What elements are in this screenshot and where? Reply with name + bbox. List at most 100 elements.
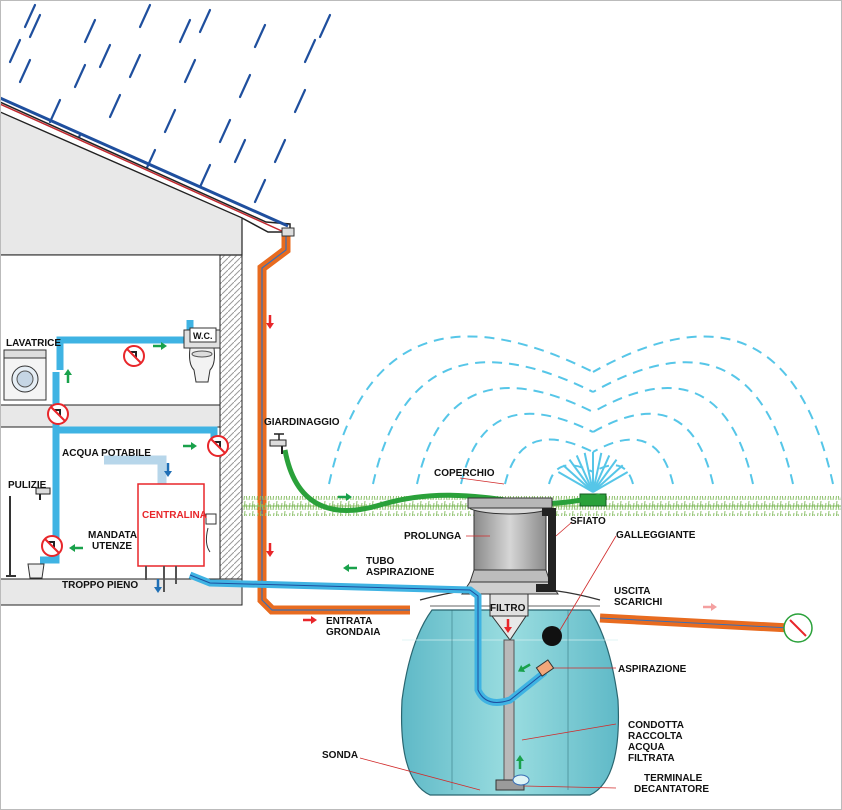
- no-drinking-water-icon: [123, 345, 145, 367]
- spray-arc-right: [592, 387, 754, 485]
- rain-streak: [293, 88, 307, 114]
- flow-arrow: [504, 619, 512, 633]
- flow-arrow: [64, 369, 72, 383]
- rain-streak: [163, 108, 177, 134]
- house-wall-upper: [0, 111, 243, 256]
- flow-arrow: [266, 315, 274, 329]
- rain-streak: [303, 38, 317, 64]
- label-acqua-potabile: ACQUA POTABILE: [62, 448, 151, 459]
- downpipe: [257, 227, 410, 615]
- label-condotta: CONDOTTA: [628, 720, 684, 731]
- label-wc: W.C.: [193, 331, 213, 341]
- spray-jet: [557, 471, 594, 493]
- label-filtrata: FILTRATA: [628, 753, 675, 764]
- label-pulizie: PULIZIE: [8, 480, 47, 491]
- house-floor-mid: [0, 404, 221, 428]
- flow-arrow: [517, 663, 531, 672]
- float-ball-icon: [542, 626, 562, 646]
- spray-jet: [592, 471, 629, 493]
- bucket-icon: [27, 563, 45, 579]
- rain-streak: [218, 118, 232, 144]
- flow-arrow: [303, 616, 317, 624]
- spray-arc-left: [416, 387, 594, 485]
- spray-arc-right: [592, 335, 834, 485]
- flow-arrow: [343, 564, 357, 572]
- spray-jet: [592, 459, 618, 493]
- rain-streak: [48, 98, 62, 124]
- label-coperchio: COPERCHIO: [434, 468, 495, 479]
- spray-jet: [592, 464, 624, 493]
- flow-arrow: [153, 342, 167, 350]
- label-filtro: FILTRO: [490, 603, 526, 614]
- label-troppo-pieno: TROPPO PIENO: [62, 580, 138, 591]
- no-drinking-water-icon: [41, 535, 63, 557]
- spray-arc-left: [328, 335, 594, 485]
- spray-jet: [568, 459, 594, 493]
- rain-streak: [73, 63, 87, 89]
- label-aspirazione: ASPIRAZIONE: [618, 664, 687, 675]
- no-drinking-water-icon: [47, 403, 69, 425]
- flow-arrow: [266, 543, 274, 557]
- spray-jet: [592, 452, 603, 493]
- roof-edge: [0, 96, 289, 228]
- rain-streak: [23, 3, 37, 29]
- spray-arc-right: [592, 361, 794, 485]
- label-prolunga: PROLUNGA: [404, 531, 461, 542]
- flow-arrow: [516, 755, 524, 769]
- rain-streak: [253, 178, 267, 204]
- rain-streak: [28, 13, 42, 39]
- faucet-icon: [269, 433, 287, 454]
- label-scarichi: SCARICHI: [614, 597, 663, 608]
- rain-streak: [273, 138, 287, 164]
- label-galleggiante: GALLEGGIANTE: [616, 530, 696, 541]
- label-aspirazione-tubo: ASPIRAZIONE: [366, 567, 435, 578]
- spray-jet: [575, 455, 594, 493]
- labels: LAVATRICE W.C. ACQUA POTABILE PULIZIE MA…: [6, 331, 709, 795]
- label-lavatrice: LAVATRICE: [6, 338, 61, 349]
- pulizie-faucet-icon: [35, 487, 51, 500]
- label-raccolta: RACCOLTA: [628, 731, 683, 742]
- label-grondaia: GRONDAIA: [326, 627, 380, 638]
- flow-arrow: [164, 463, 172, 477]
- label-centralina: CENTRALINA: [142, 510, 207, 521]
- power-socket-icon: [205, 513, 217, 525]
- label-terminale: TERMINALE: [644, 773, 703, 784]
- flow-arrows: [64, 315, 717, 769]
- spray-arc-left: [504, 438, 594, 485]
- spray-jet: [562, 464, 594, 493]
- rain-streak: [98, 43, 112, 69]
- suction-float-icon: [535, 659, 555, 677]
- garden-hose: [282, 449, 601, 513]
- label-entrata: ENTRATA: [326, 616, 372, 627]
- flow-arrow: [183, 442, 197, 450]
- rain-streak: [238, 73, 252, 99]
- spray-arc-left: [548, 464, 594, 485]
- rain-streak: [233, 138, 247, 164]
- flow-arrow: [154, 579, 162, 593]
- spray-jet: [583, 452, 594, 493]
- label-tubo: TUBO: [366, 556, 395, 567]
- rain-streak: [8, 38, 22, 64]
- house-wall-right: [219, 254, 243, 606]
- broom-icon: [6, 496, 16, 577]
- vent-pipe: [536, 508, 556, 592]
- rain-streak: [83, 18, 97, 44]
- rain-streak: [183, 58, 197, 84]
- overflow-outlet-pipe: [599, 613, 813, 643]
- rain-streak: [178, 18, 192, 44]
- rain-streak: [18, 58, 32, 84]
- wc-sign: [189, 327, 217, 343]
- spray-arc-right: [592, 412, 714, 485]
- rain-streak: [108, 93, 122, 119]
- no-drinking-water-icons: [41, 345, 229, 557]
- rain-streak: [253, 23, 267, 49]
- rain-streak: [138, 3, 152, 29]
- label-sfiato: SFIATO: [570, 516, 606, 527]
- flow-arrow: [338, 493, 352, 501]
- spray-arc-left: [460, 412, 594, 485]
- spray-jet: [592, 455, 611, 493]
- label-acqua: ACQUA: [628, 742, 665, 753]
- rain-streaks: [8, 3, 332, 204]
